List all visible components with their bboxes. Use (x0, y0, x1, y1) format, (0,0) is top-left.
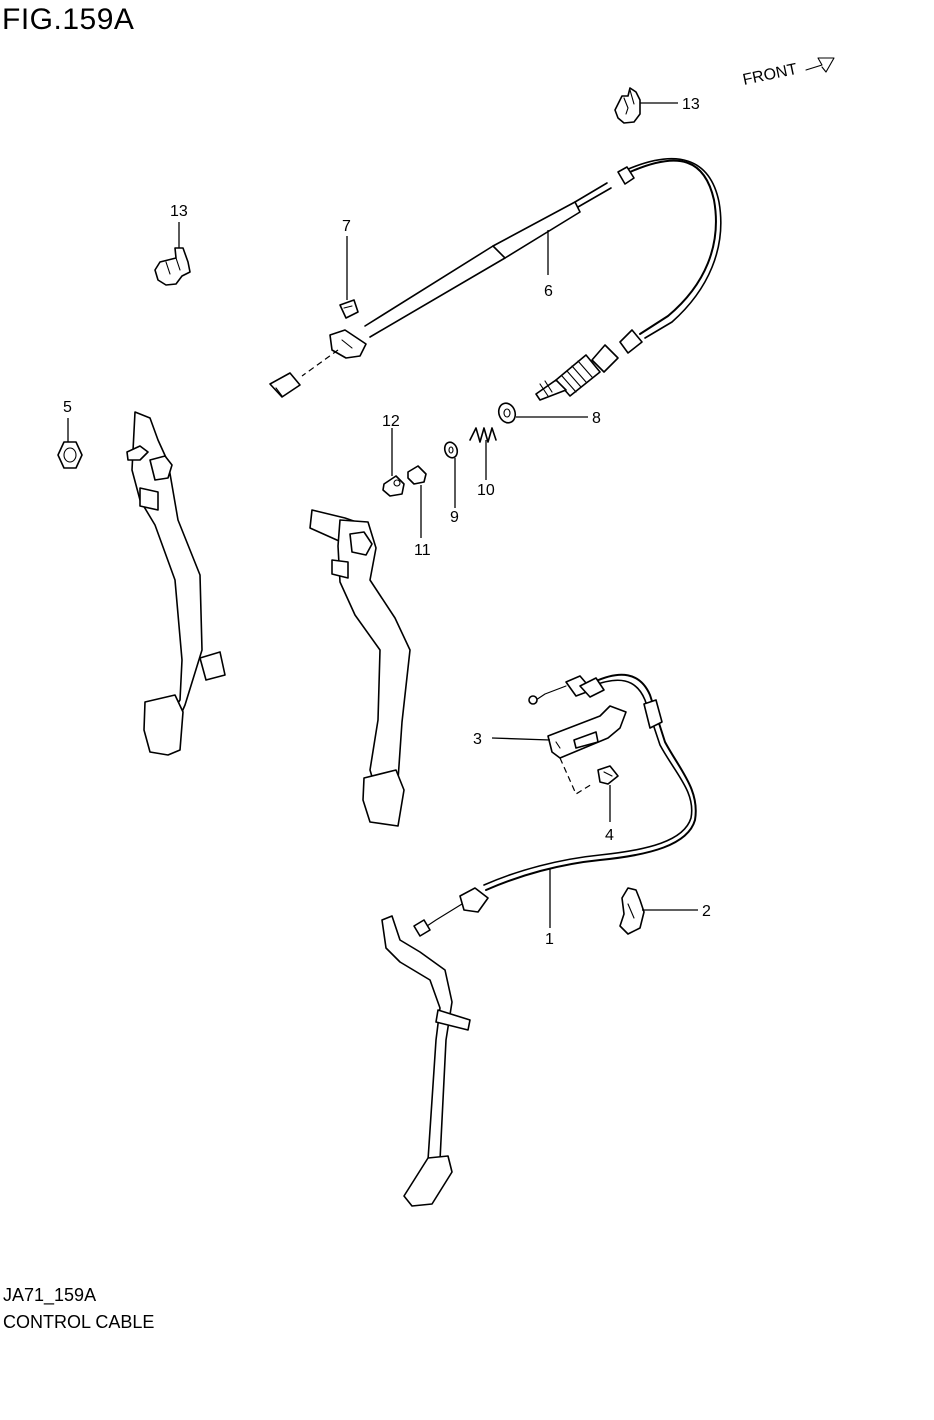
bracket-part-3 (491, 705, 627, 795)
pedal-middle (309, 509, 411, 827)
clip-part-2 (619, 887, 698, 935)
nut-part-9 (443, 441, 459, 508)
callout-6: 6 (544, 283, 553, 300)
callout-13-left: 13 (170, 203, 188, 220)
washer-part-8 (497, 402, 588, 424)
callout-1: 1 (545, 931, 554, 948)
bolt-part-4 (597, 765, 619, 822)
nut-part-5 (57, 418, 83, 469)
callout-11: 11 (414, 542, 431, 559)
front-arrow-icon (805, 57, 835, 73)
callout-3: 3 (473, 731, 482, 748)
spring-part-10 (469, 427, 497, 480)
clip-part-13-left (154, 222, 191, 286)
cable-part-1 (413, 673, 697, 937)
callout-7: 7 (342, 218, 351, 235)
callout-12: 12 (382, 413, 400, 430)
callout-10: 10 (477, 482, 495, 499)
callout-2: 2 (702, 903, 711, 920)
callout-9: 9 (450, 509, 459, 526)
bolt-part-7 (339, 236, 359, 319)
accelerator-pedal (381, 915, 471, 1207)
diagram-caption: CONTROL CABLE (3, 1312, 155, 1332)
figure-title: FIG.159A (2, 3, 135, 36)
callout-4: 4 (605, 827, 614, 844)
callout-13-right: 13 (682, 96, 700, 113)
cable-part-6 (269, 157, 722, 401)
front-label: FRONT (741, 61, 799, 89)
front-direction-indicator: FRONT (741, 57, 835, 89)
diagram-code: JA71_159A (3, 1285, 97, 1305)
callout-8: 8 (592, 410, 601, 427)
pedal-left (126, 411, 226, 756)
clip-part-13-right (614, 87, 678, 124)
callout-5: 5 (63, 399, 72, 416)
collar-part-12 (382, 428, 405, 497)
bushing-part-11 (407, 465, 427, 538)
